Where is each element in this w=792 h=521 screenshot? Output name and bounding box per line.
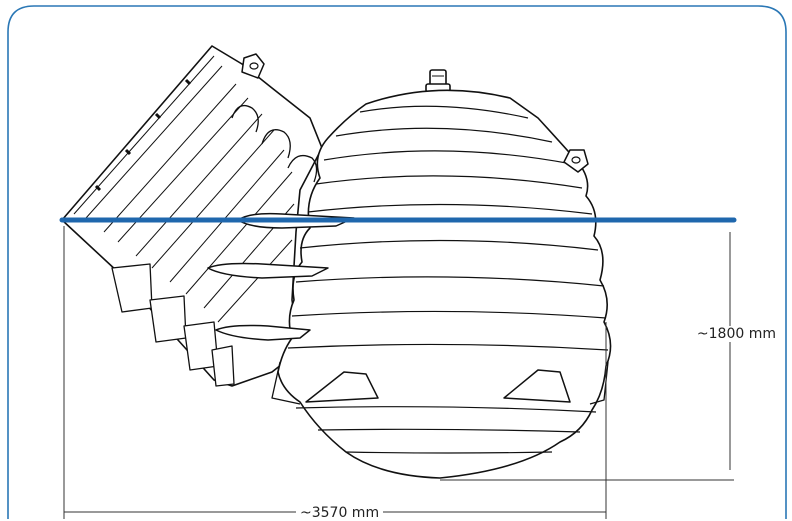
frame-border bbox=[7, 5, 787, 519]
height-dimension-label: ~1800 mm bbox=[694, 326, 778, 342]
width-dimension-label: ~3570 mm bbox=[296, 505, 384, 521]
tank-body bbox=[207, 69, 612, 479]
angled-riser-section bbox=[61, 45, 323, 387]
